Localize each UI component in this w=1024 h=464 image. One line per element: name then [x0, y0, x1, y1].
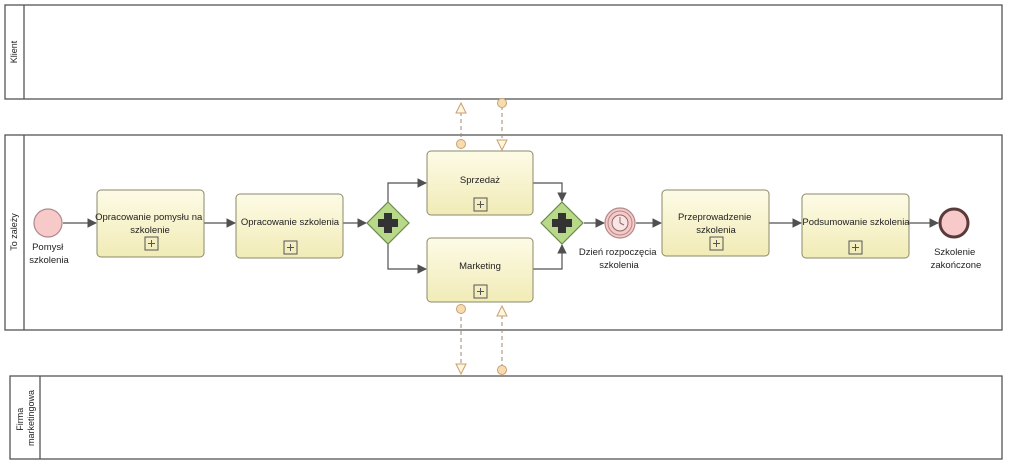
- clock-icon: [611, 214, 629, 232]
- timer-event-label: Dzień rozpoczęcia szkolenia: [579, 247, 659, 271]
- task-przeprowadzenie[interactable]: Przeprowadzenie szkolenia: [661, 189, 770, 257]
- lane-label-firma: Firma marketingowa: [15, 390, 36, 446]
- subprocess-marker-icon: [709, 236, 724, 251]
- subprocess-marker-icon: [283, 240, 298, 255]
- flow-marketing-to-gateway: [533, 244, 567, 270]
- subprocess-marker-icon: [144, 236, 159, 251]
- flow-gateway-to-sprzedaz: [387, 178, 427, 202]
- task-marketing[interactable]: Marketing: [426, 237, 534, 303]
- task-label: Opracowanie pomysłu na szkolenie: [95, 212, 205, 236]
- message-flows: [461, 103, 502, 374]
- plus-icon: [378, 213, 398, 233]
- end-event-label: Szkolenie zakończone: [931, 247, 982, 271]
- sequence-flows: [63, 178, 939, 274]
- message-origin-marketing: [456, 304, 466, 314]
- start-event[interactable]: [33, 208, 63, 238]
- lane-label-klient: Klient: [9, 40, 19, 63]
- task-label: Podsumowanie szkolenia: [802, 217, 910, 228]
- end-event[interactable]: [938, 207, 970, 239]
- flow-gateway-to-marketing: [387, 244, 427, 274]
- subprocess-marker-icon: [473, 284, 488, 299]
- plus-icon: [552, 213, 572, 233]
- lane-klient: Klient: [4, 4, 1003, 100]
- message-origin-klient: [497, 98, 507, 108]
- message-flow-origins: [456, 98, 507, 375]
- task-podsumowanie[interactable]: Podsumowanie szkolenia: [801, 193, 910, 259]
- task-sprzedaz[interactable]: Sprzedaż: [426, 150, 534, 216]
- task-label: Sprzedaż: [460, 175, 500, 186]
- lane-label-to-zalezy: To zależy: [9, 213, 19, 251]
- lane-firma-marketingowa: Firma marketingowa: [9, 375, 1003, 460]
- task-label: Marketing: [459, 261, 501, 272]
- start-event-label: Pomysł szkolenia: [29, 242, 69, 266]
- message-origin-firma: [497, 365, 507, 375]
- task-opracowanie-pomyslu[interactable]: Opracowanie pomysłu na szkolenie: [95, 189, 205, 258]
- task-opracowanie-szkolenia[interactable]: Opracowanie szkolenia: [235, 193, 344, 259]
- parallel-gateway-split[interactable]: [366, 201, 410, 245]
- parallel-gateway-join[interactable]: [540, 201, 584, 245]
- message-origin-sprzedaz: [456, 139, 466, 149]
- subprocess-marker-icon: [473, 197, 488, 212]
- task-label: Opracowanie szkolenia: [241, 217, 340, 228]
- task-label: Przeprowadzenie szkolenia: [678, 212, 754, 236]
- subprocess-marker-icon: [848, 240, 863, 255]
- flow-sprzedaz-to-gateway: [533, 182, 567, 202]
- timer-event[interactable]: [604, 207, 636, 239]
